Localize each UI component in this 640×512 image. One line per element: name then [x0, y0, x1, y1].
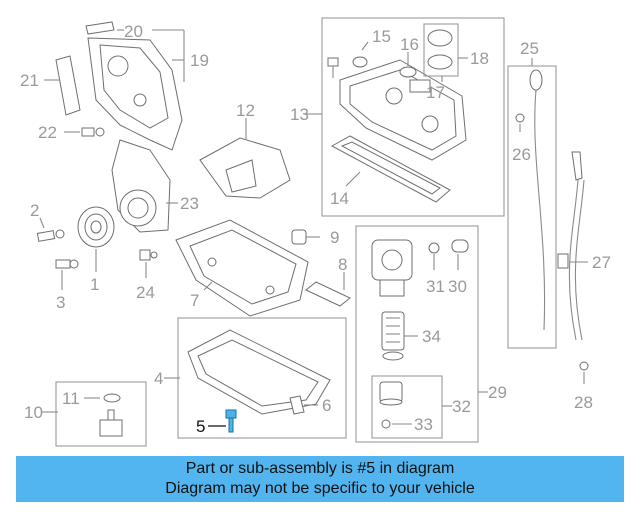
callout-2: 2	[30, 201, 39, 220]
bolt-3	[55, 259, 79, 269]
callout-18: 18	[470, 49, 489, 68]
dipstick-tube	[557, 151, 585, 341]
filter-cap-box	[371, 375, 443, 439]
callout-30: 30	[448, 277, 467, 296]
valve-cover-box	[321, 17, 505, 217]
lower-timing-cover	[111, 139, 171, 233]
callout-22: 22	[38, 123, 57, 142]
callout-19: 19	[190, 51, 209, 70]
callout-13: 13	[290, 105, 309, 124]
callout-20: 20	[124, 22, 143, 41]
callout-4: 4	[154, 369, 163, 388]
bolt-2	[36, 229, 65, 242]
cap-inner-box	[423, 23, 459, 77]
info-banner: Part or sub-assembly is #5 in diagram Di…	[16, 456, 624, 502]
oil-cap-18	[427, 29, 453, 70]
oil-baffle	[199, 137, 291, 199]
bolt-22	[64, 127, 105, 137]
callout-29: 29	[488, 383, 507, 402]
seal-30	[451, 239, 469, 253]
banner-line-2: Diagram may not be specific to your vehi…	[165, 480, 475, 497]
callout-32: 32	[452, 397, 471, 416]
bolt-15	[327, 57, 339, 78]
callout-14: 14	[330, 189, 349, 208]
dipstick	[529, 69, 546, 331]
valve-cover	[339, 59, 467, 161]
sensor-box	[55, 381, 147, 447]
callout-23: 23	[180, 194, 199, 213]
seal-26	[515, 113, 525, 123]
callout-27: 27	[592, 253, 611, 272]
callout-15: 15	[372, 27, 391, 46]
callout-7: 7	[190, 291, 199, 310]
callout-10: 10	[24, 403, 43, 422]
seal-31	[428, 242, 440, 254]
oil-filter-housing-box	[355, 225, 479, 443]
callout-9: 9	[330, 228, 339, 247]
valve-cover-gasket	[330, 135, 451, 203]
callout-16: 16	[400, 35, 419, 54]
callout-11: 11	[62, 389, 80, 408]
bolt-24	[139, 249, 158, 261]
bracket-6	[289, 395, 318, 415]
seal-28	[579, 361, 589, 371]
callout-24: 24	[136, 283, 155, 302]
callout-1: 1	[90, 275, 99, 294]
callout-3: 3	[56, 293, 65, 312]
seal-33	[381, 419, 412, 429]
plug-9	[291, 229, 320, 245]
callout-31: 31	[426, 277, 445, 296]
cap-15	[352, 56, 368, 68]
lower-oil-pan	[187, 329, 331, 415]
oil-sensor	[99, 393, 123, 437]
callout-34: 34	[422, 327, 441, 346]
callout-21: 21	[20, 71, 39, 90]
callout-25: 25	[520, 39, 539, 58]
drain-plug-5	[208, 409, 237, 433]
crank-pulley	[77, 206, 115, 248]
filter-element-34	[381, 311, 405, 361]
banner-line-1: Part or sub-assembly is #5 in diagram	[185, 460, 455, 477]
callout-12: 12	[236, 101, 255, 120]
seal-16	[399, 66, 417, 78]
callout-28: 28	[574, 393, 593, 412]
callout-5-highlighted: 5	[196, 417, 205, 436]
callout-26: 26	[512, 145, 531, 164]
upper-oil-pan	[175, 219, 309, 317]
engine-parts-diagram: 20 19 21 22 23 1 2 3 24 12	[20, 17, 611, 447]
callout-17: 17	[426, 83, 445, 102]
filter-cap-32	[379, 381, 403, 406]
timing-cover	[55, 21, 183, 151]
callout-33: 33	[414, 415, 433, 434]
gasket-strip-8	[305, 281, 351, 307]
oil-filter-housing	[371, 239, 413, 297]
callout-8: 8	[338, 255, 347, 274]
callout-6: 6	[322, 396, 331, 415]
dipstick-box	[507, 65, 557, 349]
